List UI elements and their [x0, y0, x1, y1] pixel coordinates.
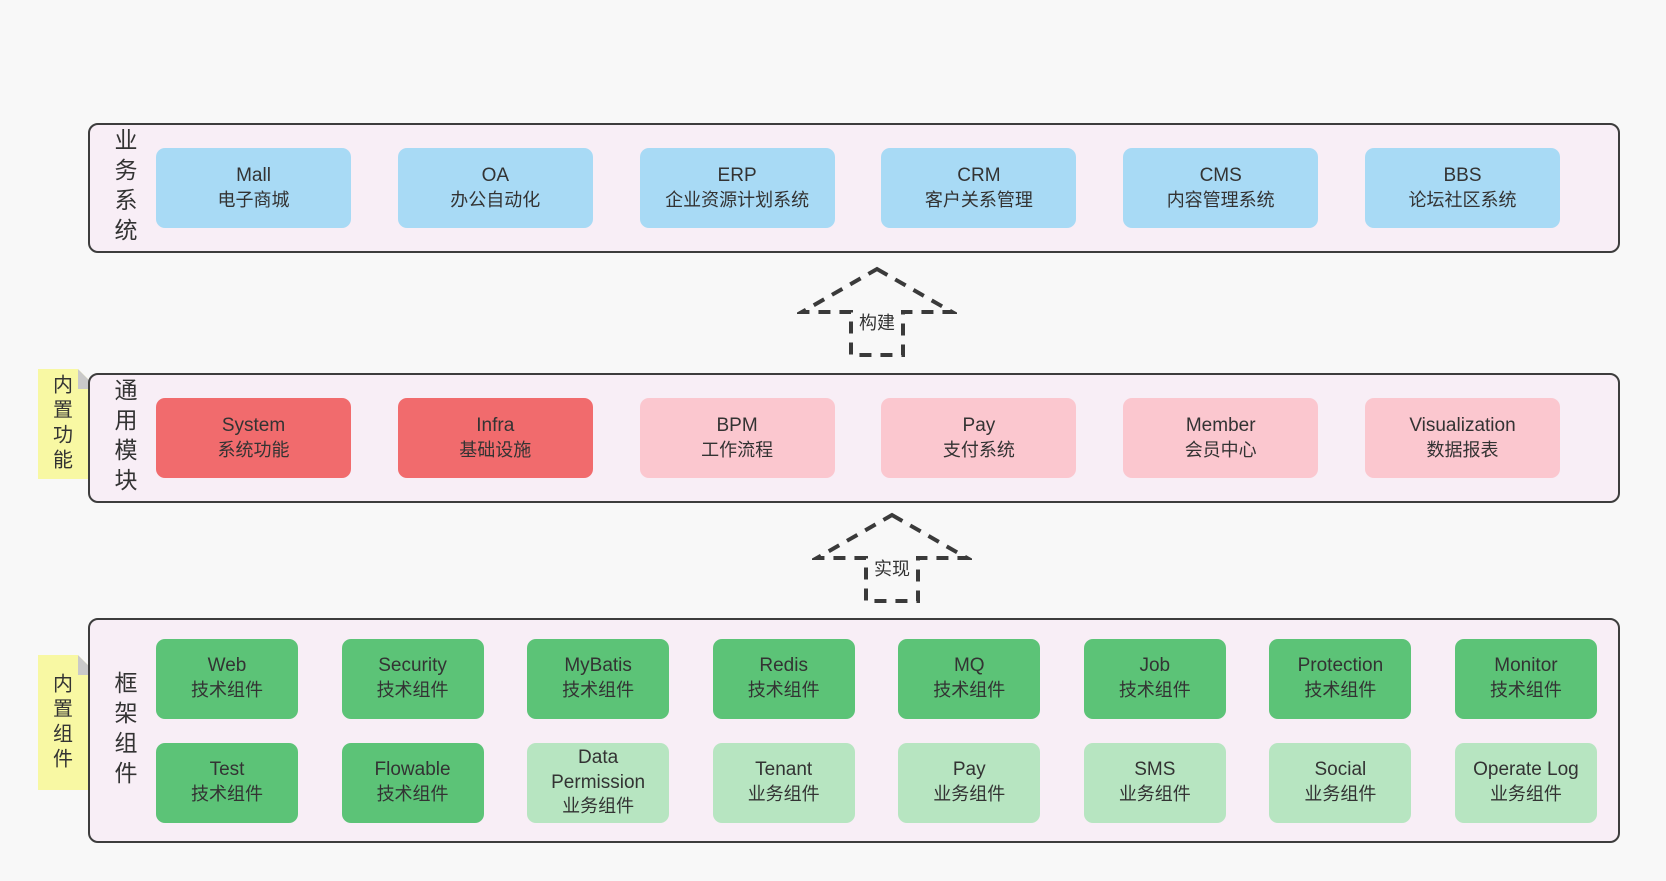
box-title: Protection: [1297, 655, 1384, 677]
box-subtitle: 技术组件: [562, 680, 635, 701]
box-security: Security 技术组件: [341, 638, 484, 719]
box-subtitle: 技术组件: [376, 784, 449, 805]
box-subtitle: 技术组件: [933, 680, 1006, 701]
box-title: Pay: [952, 759, 986, 781]
box-system: System 系统功能: [156, 398, 351, 478]
layer-label-modules: 通用模块: [111, 378, 137, 498]
box-title: Mall: [236, 164, 271, 186]
box-oa: OA 办公自动化: [397, 148, 593, 228]
box-subtitle: 数据报表: [1426, 439, 1499, 460]
box-infra: Infra 基础设施: [397, 398, 593, 478]
box-subtitle: 技术组件: [191, 680, 263, 701]
box-operate-log: Operate Log 业务组件: [1454, 742, 1597, 823]
box-cms: CMS 内容管理系统: [1123, 148, 1319, 228]
box-subtitle: 技术组件: [1489, 680, 1562, 701]
box-mq: MQ 技术组件: [898, 638, 1041, 719]
layer-business-systems: 业务系统 Mall 电子商城 OA 办公自动化 ERP 企业资源计划系统 CRM…: [88, 123, 1620, 253]
box-web: Web 技术组件: [156, 638, 298, 719]
box-subtitle: 基础设施: [459, 439, 532, 460]
box-mybatis: MyBatis 技术组件: [527, 638, 670, 719]
box-subtitle: 系统功能: [217, 439, 290, 460]
box-title: Test: [209, 759, 245, 781]
box-subtitle: 业务组件: [747, 784, 820, 805]
box-pay-component: Pay 业务组件: [898, 742, 1041, 823]
box-subtitle: 支付系统: [942, 439, 1015, 460]
box-visualization: Visualization 数据报表: [1364, 398, 1560, 478]
box-title: ERP: [717, 164, 757, 186]
box-mall: Mall 电子商城: [156, 148, 351, 228]
arrow-implement-label: 实现: [871, 555, 913, 581]
box-title: Job: [1139, 655, 1171, 677]
box-subtitle: 业务组件: [1118, 784, 1191, 805]
box-subtitle: 技术组件: [1304, 680, 1377, 701]
box-title: Flowable: [374, 759, 451, 781]
box-subtitle: 技术组件: [1118, 680, 1191, 701]
box-title: BBS: [1443, 164, 1482, 186]
box-social: Social 业务组件: [1269, 742, 1412, 823]
layer-framework-components: 框架组件 Web 技术组件 Security 技术组件 MyBatis 技术组件…: [88, 618, 1620, 843]
box-title: Data Permission: [551, 747, 646, 793]
box-subtitle: 内容管理系统: [1166, 189, 1275, 210]
box-title: SMS: [1134, 759, 1176, 781]
box-title: Member: [1185, 414, 1256, 436]
box-subtitle: 技术组件: [376, 680, 449, 701]
box-subtitle: 客户关系管理: [924, 189, 1033, 210]
dashed-up-arrow-icon: [812, 512, 972, 603]
box-test: Test 技术组件: [156, 742, 298, 823]
box-protection: Protection 技术组件: [1269, 638, 1412, 719]
box-member: Member 会员中心: [1123, 398, 1319, 478]
box-subtitle: 业务组件: [1489, 784, 1562, 805]
layer-common-modules: 通用模块 System 系统功能 Infra 基础设施 BPM 工作流程 Pay…: [88, 373, 1620, 503]
box-pay-system: Pay 支付系统: [881, 398, 1077, 478]
box-title: Web: [207, 655, 247, 677]
box-subtitle: 业务组件: [1304, 784, 1377, 805]
box-title: Visualization: [1409, 414, 1516, 436]
layer-label-business: 业务系统: [111, 128, 137, 248]
box-title: CMS: [1199, 164, 1242, 186]
box-redis: Redis 技术组件: [712, 638, 855, 719]
box-data-permission: Data Permission 业务组件: [527, 742, 670, 823]
box-subtitle: 论坛社区系统: [1408, 189, 1517, 210]
box-title: MyBatis: [564, 655, 632, 677]
box-monitor: Monitor 技术组件: [1454, 638, 1597, 719]
box-subtitle: 办公自动化: [450, 189, 541, 210]
box-subtitle: 技术组件: [747, 680, 820, 701]
box-flowable: Flowable 技术组件: [341, 742, 484, 823]
box-job: Job 技术组件: [1083, 638, 1226, 719]
box-title: MQ: [953, 655, 985, 677]
box-subtitle: 技术组件: [191, 784, 263, 805]
box-bbs: BBS 论坛社区系统: [1364, 148, 1560, 228]
dashed-up-arrow-icon: [797, 266, 957, 357]
box-erp: ERP 企业资源计划系统: [639, 148, 835, 228]
box-subtitle: 业务组件: [562, 796, 635, 817]
box-subtitle: 工作流程: [701, 439, 774, 460]
box-title: Social: [1314, 759, 1367, 781]
box-subtitle: 电子商城: [217, 189, 290, 210]
box-crm: CRM 客户关系管理: [881, 148, 1077, 228]
box-sms: SMS 业务组件: [1083, 742, 1226, 823]
box-subtitle: 业务组件: [933, 784, 1006, 805]
box-title: Pay: [962, 414, 996, 436]
box-title: Monitor: [1494, 655, 1558, 677]
arrow-build: 构建: [797, 266, 957, 358]
tag-label: 内置组件: [49, 672, 72, 773]
box-bpm: BPM 工作流程: [639, 398, 835, 478]
box-tenant: Tenant 业务组件: [712, 742, 855, 823]
tag-label: 内置功能: [49, 374, 72, 474]
box-title: System: [221, 414, 286, 436]
box-title: Tenant: [755, 759, 813, 781]
layer-label-components: 框架组件: [111, 670, 137, 791]
box-subtitle: 会员中心: [1184, 439, 1257, 460]
box-title: OA: [481, 164, 510, 186]
arrow-build-label: 构建: [856, 309, 898, 335]
box-title: CRM: [957, 164, 1001, 186]
arrow-implement: 实现: [812, 512, 972, 604]
box-title: BPM: [716, 414, 758, 436]
box-title: Operate Log: [1473, 759, 1579, 781]
box-title: Security: [378, 655, 447, 677]
box-title: Infra: [476, 414, 515, 436]
box-subtitle: 企业资源计划系统: [665, 189, 810, 210]
box-title: Redis: [759, 655, 808, 677]
